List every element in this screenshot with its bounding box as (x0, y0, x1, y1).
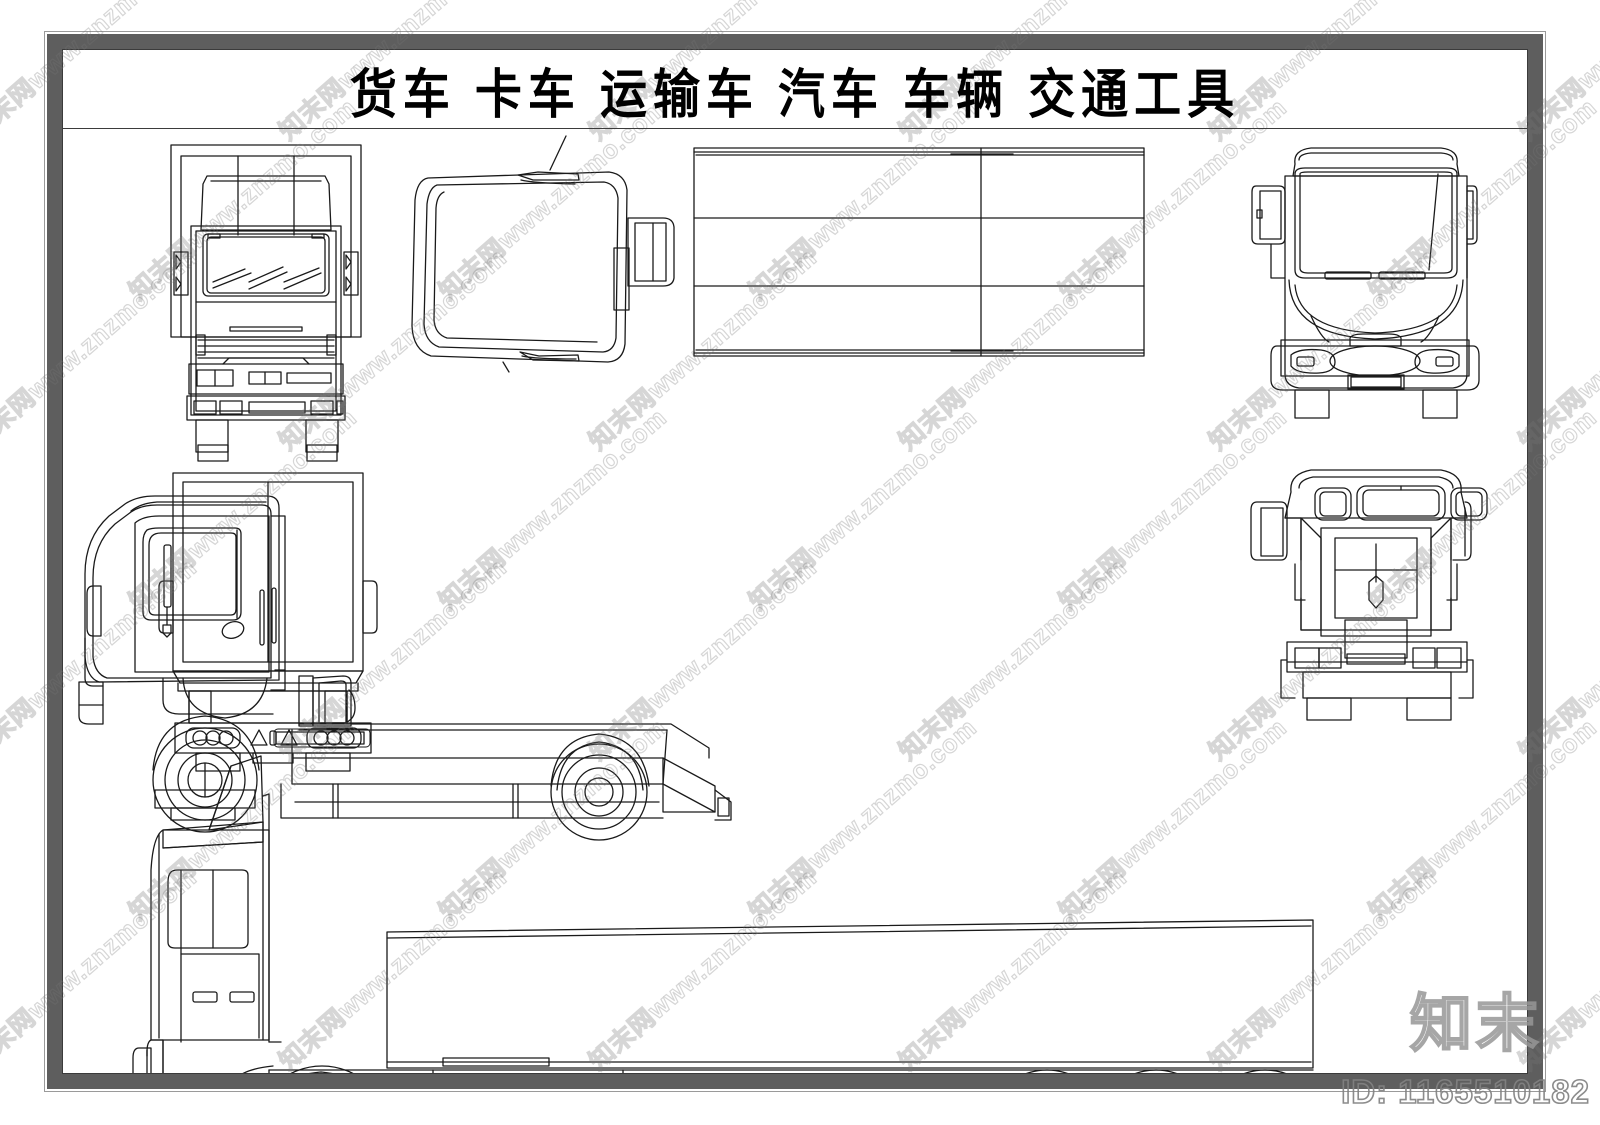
title-block: 货车 卡车 运输车 汽车 车辆 交通工具 (63, 50, 1527, 129)
view-cabover-rear (1250, 469, 1488, 721)
view-flatbed-side (78, 495, 732, 841)
brand-watermark: 知末 (1409, 989, 1542, 1060)
sheet-inner-border (62, 49, 1528, 1074)
sheet-frame-band (47, 34, 1543, 1089)
sheet-title: 货车 卡车 运输车 汽车 车辆 交通工具 (349, 63, 1241, 124)
view-box-truck-top (411, 135, 1145, 373)
view-box-truck-front (170, 144, 362, 453)
asset-id-label: ID: 1165510182 (1340, 1072, 1590, 1111)
view-semi-trailer-side (132, 755, 1314, 1073)
drawing-canvas (63, 130, 1527, 1073)
view-box-truck-rear (158, 444, 378, 772)
view-cabover-front (1251, 147, 1480, 419)
